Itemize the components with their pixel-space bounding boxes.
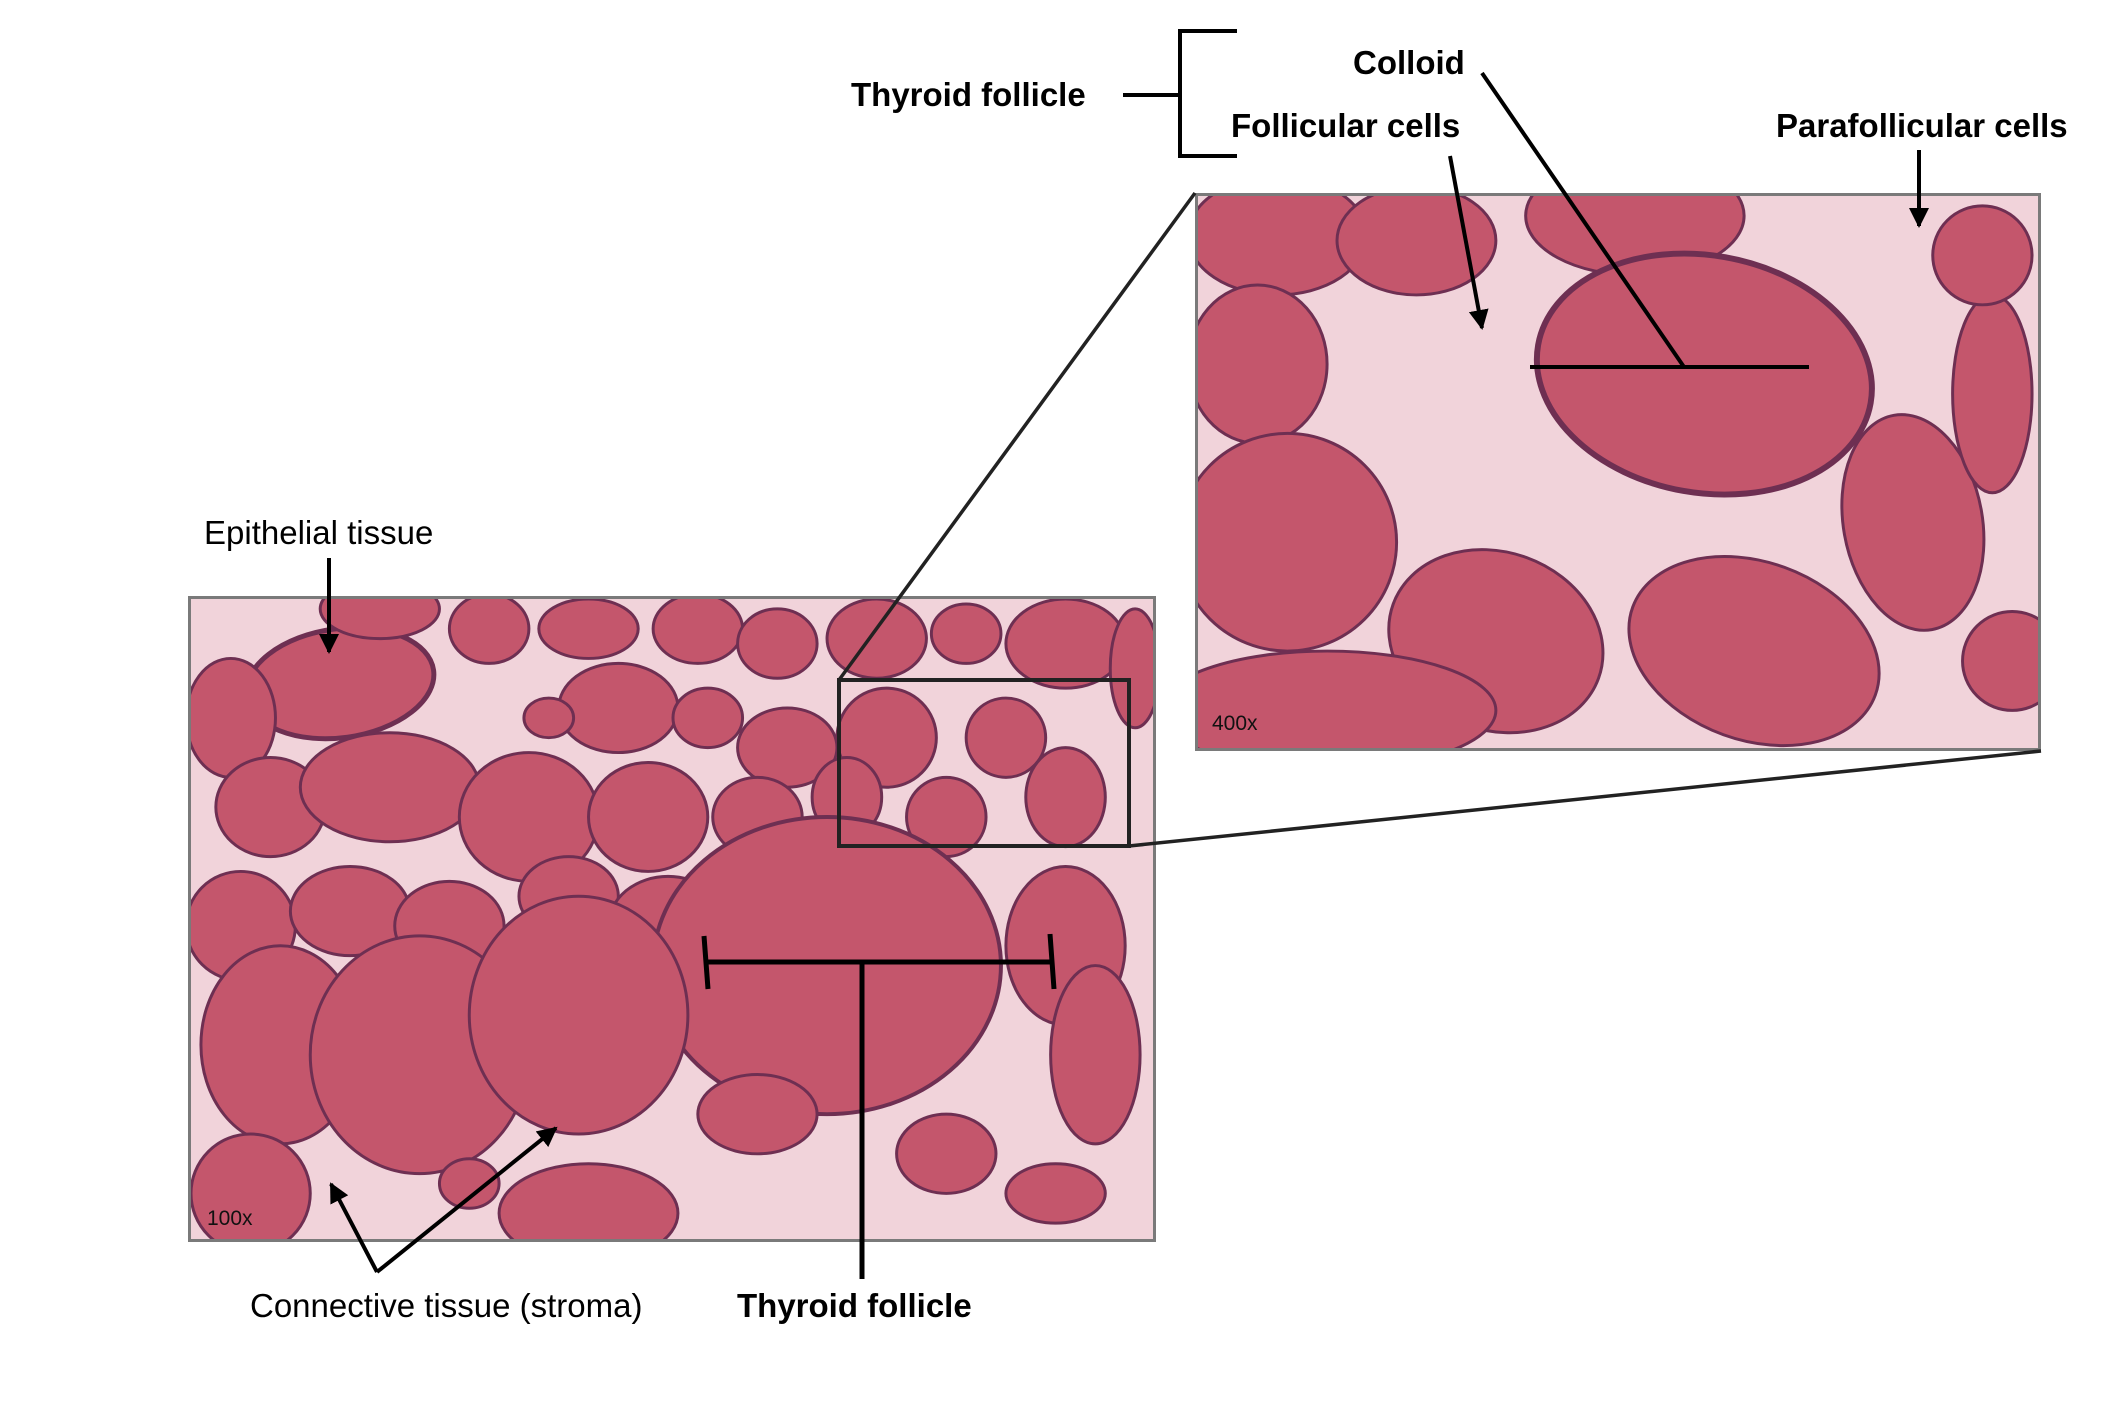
follicle — [929, 602, 1003, 665]
follicle — [671, 686, 745, 750]
zoom-connector-bottom — [1128, 749, 2042, 848]
micrograph-400x: 400x — [1195, 193, 2041, 751]
follicle — [537, 599, 640, 660]
follicle — [318, 599, 441, 641]
micrograph-100x: 100x — [188, 596, 1156, 1242]
high-magnification-tissue — [1198, 196, 2038, 748]
label-epithelial-tissue: Epithelial tissue — [204, 514, 434, 551]
thyroid-follicle-bracket — [1123, 29, 1237, 158]
label-connective-tissue: Connective tissue (stroma) — [250, 1287, 643, 1324]
follicle — [467, 894, 690, 1136]
follicle — [1049, 964, 1142, 1146]
follicle — [437, 1157, 501, 1210]
follicle — [1840, 413, 1986, 632]
follicle — [895, 1112, 998, 1195]
follicle — [651, 599, 745, 665]
follicle — [522, 696, 576, 740]
follicle — [1961, 610, 2038, 712]
follicle — [825, 599, 928, 680]
follicle — [651, 814, 1003, 1117]
follicle — [497, 1162, 680, 1239]
follicle — [191, 1132, 312, 1239]
follicle — [1627, 555, 1881, 748]
follicle — [447, 599, 531, 665]
follicle — [1335, 196, 1498, 297]
follicle — [1533, 250, 1875, 498]
label-parafollicular-cells: Parafollicular cells — [1776, 107, 2068, 144]
follicle — [1198, 649, 1498, 748]
follicle — [1951, 293, 2034, 495]
follicle — [557, 661, 680, 755]
label-thyroid-follicle-bottom: Thyroid follicle — [737, 1287, 972, 1324]
follicle — [696, 1073, 819, 1156]
follicle — [1198, 431, 1399, 653]
follicle — [298, 731, 481, 844]
follicle — [1024, 746, 1107, 849]
label-thyroid-follicle-top: Thyroid follicle — [851, 76, 1086, 113]
follicle — [587, 760, 710, 873]
follicle — [1931, 204, 2034, 307]
follicle — [1004, 599, 1127, 690]
follicle — [1108, 607, 1153, 730]
follicle — [1198, 283, 1329, 445]
magnification-label-400x: 400x — [1212, 712, 1258, 735]
label-colloid: Colloid — [1353, 44, 1465, 81]
label-follicular-cells: Follicular cells — [1231, 107, 1461, 144]
follicle — [1004, 1162, 1107, 1225]
follicle — [736, 607, 819, 680]
magnification-label-100x: 100x — [207, 1207, 253, 1230]
low-magnification-tissue — [191, 599, 1153, 1239]
